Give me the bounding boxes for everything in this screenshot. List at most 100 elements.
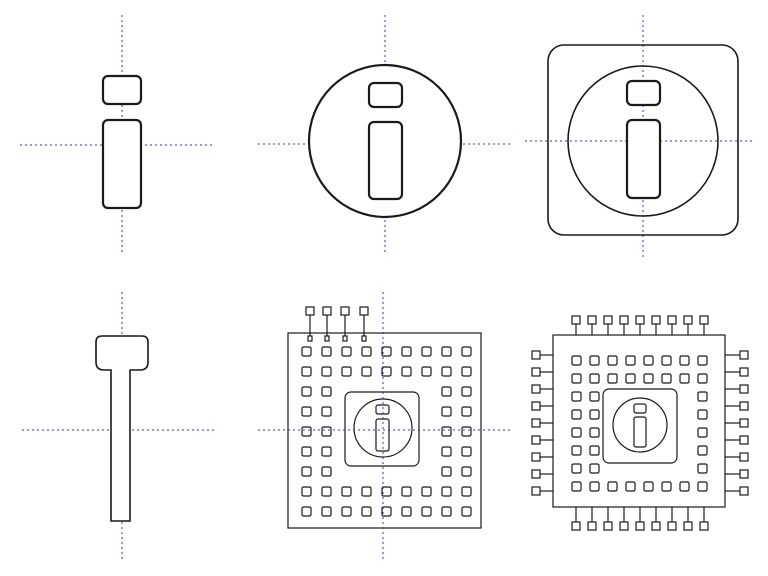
grid-pad — [381, 486, 392, 497]
pin-tab — [619, 521, 629, 531]
grid-pad — [589, 481, 600, 492]
pin-tab — [739, 435, 749, 445]
pin-tab — [531, 435, 541, 445]
pin-tab — [531, 367, 541, 377]
grid-pad — [421, 486, 432, 497]
grid-pad — [361, 486, 372, 497]
grid-pad — [607, 481, 618, 492]
grid-pad — [301, 386, 312, 397]
grid-pad — [301, 426, 312, 437]
perimeter-pin-group — [531, 315, 749, 531]
grid-pad — [321, 486, 332, 497]
grid-pad — [571, 427, 582, 438]
grid-pad — [361, 346, 372, 357]
info-i-glyph-icon — [101, 74, 143, 210]
grid-pad — [461, 366, 472, 377]
grid-pad — [441, 446, 452, 457]
grid-pad — [661, 481, 672, 492]
grid-pad — [661, 355, 672, 366]
grid-pad — [421, 506, 432, 517]
panel-info-in-circle — [258, 15, 510, 255]
pin-tab — [635, 315, 645, 325]
grid-pad — [571, 373, 582, 384]
pin-tab — [603, 315, 613, 325]
grid-pad — [571, 445, 582, 456]
grid-pad — [679, 373, 690, 384]
pin-tab — [699, 521, 709, 531]
grid-pad — [571, 481, 582, 492]
grid-pad — [461, 386, 472, 397]
grid-pad — [589, 445, 600, 456]
pin-tab — [531, 469, 541, 479]
pin-tab — [683, 315, 693, 325]
pin-foot — [361, 335, 367, 342]
grid-pad — [697, 463, 708, 474]
pin-tab — [531, 452, 541, 462]
grid-pad — [441, 426, 452, 437]
pin-tab — [739, 401, 749, 411]
i-dot — [625, 79, 662, 107]
grid-pad — [401, 486, 412, 497]
pin-tab — [531, 418, 541, 428]
grid-pad — [401, 346, 412, 357]
pad-grid — [571, 355, 708, 492]
grid-pad — [661, 373, 672, 384]
panel-chip-with-grid — [258, 292, 512, 560]
icon-circle — [567, 65, 719, 217]
grid-pad — [321, 426, 332, 437]
grid-pad — [571, 391, 582, 402]
pin-foot — [342, 335, 348, 342]
grid-pad — [321, 446, 332, 457]
panel-info-glyph — [20, 15, 212, 255]
grid-pad — [589, 355, 600, 366]
grid-pad — [361, 506, 372, 517]
pin-tab — [739, 418, 749, 428]
grid-pad — [461, 426, 472, 437]
pin-tab — [739, 384, 749, 394]
grid-pad — [381, 346, 392, 357]
grid-pad — [341, 346, 352, 357]
pin-tab — [587, 315, 597, 325]
pin-tab — [531, 350, 541, 360]
pin-tab — [531, 401, 541, 411]
grid-pad — [441, 386, 452, 397]
grid-pad — [341, 366, 352, 377]
pin-tab — [340, 306, 350, 316]
grid-pad — [321, 506, 332, 517]
grid-pad — [401, 366, 412, 377]
i-stem — [633, 416, 647, 448]
pin-tab — [739, 367, 749, 377]
pin-tab — [635, 521, 645, 531]
chip-pins-icon — [531, 315, 749, 531]
pin-tab — [587, 521, 597, 531]
pin-tab — [651, 521, 661, 531]
grid-pad — [301, 466, 312, 477]
grid-pad — [321, 406, 332, 417]
pad-grid — [301, 346, 472, 517]
grid-pad — [321, 366, 332, 377]
grid-pad — [381, 506, 392, 517]
grid-pad — [441, 366, 452, 377]
info-rounded-square-icon — [547, 44, 739, 236]
grid-pad — [301, 406, 312, 417]
grid-pad — [697, 391, 708, 402]
pin-tab — [651, 315, 661, 325]
pin-tab — [603, 521, 613, 531]
grid-pad — [421, 366, 432, 377]
grid-pad — [301, 446, 312, 457]
grid-pad — [461, 346, 472, 357]
grid-pad — [301, 486, 312, 497]
grid-pad — [461, 486, 472, 497]
grid-pad — [589, 427, 600, 438]
pin-tab — [667, 315, 677, 325]
grid-pad — [441, 506, 452, 517]
grid-pad — [697, 445, 708, 456]
grid-pad — [461, 446, 472, 457]
pin-tab — [305, 306, 315, 316]
grid-pad — [461, 506, 472, 517]
grid-pad — [697, 427, 708, 438]
pin-tab — [683, 521, 693, 531]
grid-pad — [589, 463, 600, 474]
grid-pad — [625, 355, 636, 366]
